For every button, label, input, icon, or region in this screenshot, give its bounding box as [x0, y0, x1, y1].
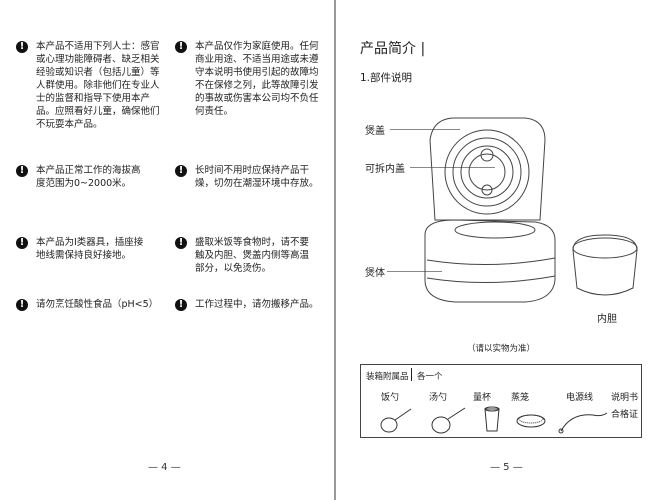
warning-item: ! 本产品不适用下列人士：感官或心理功能障碍者、缺乏相关经验或知识者（包括儿童）等… [16, 40, 166, 131]
warning-text: 本产品不适用下列人士：感官或心理功能障碍者、缺乏相关经验或知识者（包括儿童）等人… [36, 41, 160, 130]
accessory-rice-paddle: 饭勺 [381, 393, 400, 403]
exclamation-icon: ! [175, 165, 187, 177]
soup-ladle-icon [431, 407, 466, 434]
page-divider [334, 0, 336, 500]
warning-item: ! 本产品正常工作的海拔高度范围为0~2000米。 [16, 164, 141, 190]
exclamation-icon: ! [16, 237, 28, 249]
label-inner-pot: 内胆 [597, 314, 617, 325]
label-body: 煲体 [365, 268, 385, 279]
warning-text: 长时间不用时应保持产品干燥，切勿在潮湿环境中存放。 [195, 165, 319, 189]
exclamation-icon: ! [16, 41, 28, 53]
warning-text: 请勿烹饪酸性食品（pH<5） [36, 299, 159, 310]
note: （请以实物为准） [467, 344, 536, 354]
accessories-qty: 各一个 [417, 372, 443, 382]
warning-item: ! 本产品仅作为家庭使用。任何商业用途、不适当用途或未遵守本说明书使用引起的故障均… [175, 40, 325, 118]
warning-text: 本产品仅作为家庭使用。任何商业用途、不适当用途或未遵守本说明书使用引起的故障均不… [195, 41, 319, 117]
exclamation-icon: ! [175, 299, 187, 311]
accessories-box: 装箱附属品 各一个 饭勺 汤勺 量杯 蒸笼 电源线 说明书 合格证 [360, 364, 642, 438]
warning-item: ! 本产品为I类器具，插座接地线需保持良好接地。 [16, 236, 151, 262]
page-number-right: — 5 — [490, 462, 523, 473]
accessory-measuring-cup: 量杯 [473, 393, 492, 403]
warning-text: 本产品正常工作的海拔高度范围为0~2000米。 [36, 165, 141, 189]
section-heading: 1.部件说明 [360, 72, 413, 84]
warning-text: 本产品为I类器具，插座接地线需保持良好接地。 [36, 237, 144, 261]
warning-text: 盛取米饭等食物时，请不要触及内胆、煲盖内侧等高温部分，以免烫伤。 [195, 237, 310, 274]
rice-cooker-illustration [424, 117, 638, 303]
page-title: 产品简介 | [360, 41, 426, 57]
measuring-cup-icon [484, 406, 500, 432]
warning-item: ! 长时间不用时应保持产品干燥，切勿在潮湿环境中存放。 [175, 164, 320, 190]
steamer-icon [516, 414, 546, 428]
page-number-left: — 4 — [148, 462, 181, 473]
warning-text: 工作过程中，请勿搬移产品。 [195, 299, 319, 310]
doc-manual: 说明书 [611, 393, 639, 403]
warning-item: ! 工作过程中，请勿搬移产品。 [175, 298, 335, 311]
rice-paddle-icon [380, 408, 412, 433]
accessory-power-cord: 电源线 [566, 393, 594, 403]
exclamation-icon: ! [175, 237, 187, 249]
accessory-steamer: 蒸笼 [511, 393, 530, 403]
label-lid: 煲盖 [365, 126, 385, 137]
exclamation-icon: ! [16, 165, 28, 177]
doc-certificate: 合格证 [611, 410, 639, 420]
accessories-icons [380, 406, 608, 434]
power-cord-icon [558, 412, 608, 434]
exclamation-icon: ! [175, 41, 187, 53]
warning-item: ! 盛取米饭等食物时，请不要触及内胆、煲盖内侧等高温部分，以免烫伤。 [175, 236, 310, 275]
accessory-soup-ladle: 汤勺 [429, 393, 448, 403]
warning-item: ! 请勿烹饪酸性食品（pH<5） [16, 298, 176, 311]
accessories-heading: 装箱附属品 [366, 372, 409, 382]
exclamation-icon: ! [16, 299, 28, 311]
label-inner-lid: 可拆内盖 [365, 164, 405, 175]
